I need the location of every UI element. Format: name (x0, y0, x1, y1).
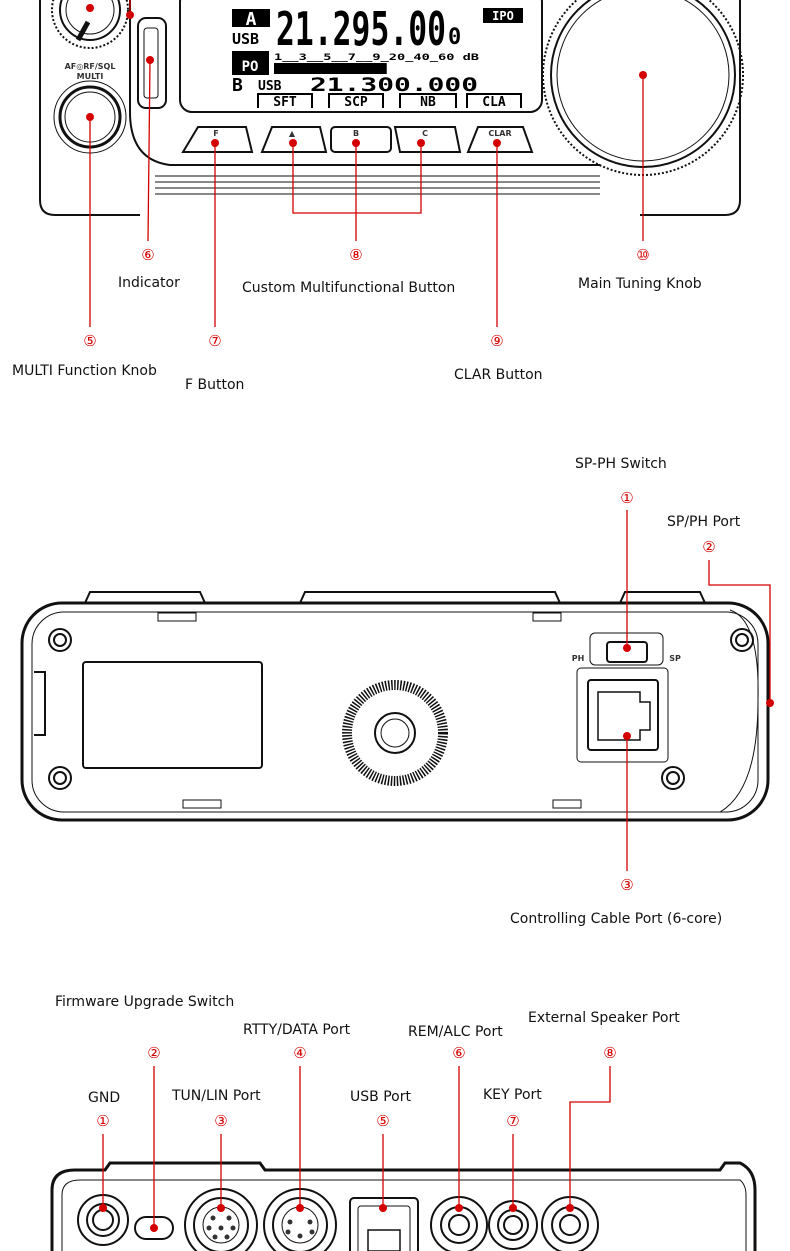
mode-b: USB (258, 79, 282, 94)
rear-callout-1: ① (96, 1112, 109, 1130)
side-callout-2: ② (702, 538, 715, 556)
callout-7: ⑦ (208, 332, 221, 350)
meter-scale: 1__3__5__7__9_20_40_60 dB (274, 53, 480, 63)
knob-label-bottom: MULTI (77, 72, 104, 81)
rear-callout-7: ⑦ (506, 1112, 519, 1130)
label-main-tuning-knob: Main Tuning Knob (578, 276, 702, 292)
label-custom-multifunctional-button: Custom Multifunctional Button (242, 280, 456, 296)
sp-ph-port[interactable] (587, 679, 659, 751)
label-rem-alc-port: REM/ALC Port (408, 1024, 503, 1040)
label-gnd: GND (88, 1090, 121, 1106)
callout-6: ⑥ (141, 246, 154, 264)
b-button[interactable] (330, 126, 392, 153)
front-body-right-edge (640, 0, 741, 216)
side-panel (20, 591, 770, 822)
frequency-b: 21.300.000 (310, 74, 478, 96)
vfo-a-label: A (246, 9, 257, 30)
callout-9: ⑨ (490, 332, 503, 350)
clar-button[interactable] (466, 126, 534, 153)
label-indicator: Indicator (118, 275, 180, 291)
din-pins (206, 1215, 315, 1240)
c-button-label: C (422, 129, 428, 138)
rear-callout-8: ⑧ (603, 1044, 616, 1062)
label-key-port: KEY Port (483, 1087, 542, 1103)
label-rtty-data-port: RTTY/DATA Port (243, 1022, 351, 1038)
side-callout-3: ③ (620, 876, 633, 894)
soft-key-1: SFT (273, 95, 297, 110)
meter-bar (274, 63, 387, 74)
c-button[interactable] (393, 126, 462, 153)
vfo-b-label: B (232, 75, 243, 96)
ipo-badge: IPO (492, 9, 514, 23)
rear-callout-5: ⑤ (376, 1112, 389, 1130)
front-vent-lines (155, 175, 600, 195)
mode-a: USB (232, 30, 259, 48)
lcd-display (179, 0, 543, 113)
label-sp-ph-port: SP/PH Port (667, 514, 741, 530)
side-callout-lines (626, 510, 771, 871)
label-clar-button: CLAR Button (454, 367, 543, 383)
rear-callout-4: ④ (293, 1044, 306, 1062)
callout-10: ⑩ (636, 246, 649, 264)
rear-callout-2: ② (147, 1044, 160, 1062)
front-bezel (129, 0, 600, 166)
label-tun-lin-port: TUN/LIN Port (172, 1088, 261, 1104)
b-button-label: B (353, 129, 359, 138)
meter-label: PO (242, 59, 259, 75)
lcd-content: A USB 21.295.00 0 IPO PO 1__3__5__7__9_2… (232, 2, 523, 110)
label-f-button: F Button (185, 377, 245, 393)
knurled-foot (342, 680, 448, 786)
label-usb-port: USB Port (350, 1089, 411, 1105)
soft-key-3: NB (420, 95, 436, 110)
frequency-a-small-digit: 0 (448, 25, 461, 50)
f-button-label: F (213, 129, 218, 138)
front-callout-lines (89, 0, 644, 327)
label-sp-ph-switch: SP-PH Switch (575, 456, 667, 472)
switch-label-sp: SP (669, 654, 681, 663)
front-body-left-edge (39, 0, 140, 216)
rear-callout-3: ③ (214, 1112, 227, 1130)
soft-key-4: CLA (482, 95, 506, 110)
f-button[interactable] (181, 126, 254, 153)
side-callout-1: ① (620, 489, 633, 507)
knob-label-top: AF◎RF/SQL (65, 62, 116, 71)
front-callout-dots (86, 4, 647, 147)
rear-callout-lines (102, 1066, 611, 1228)
callout-5: ⑤ (83, 332, 96, 350)
label-firmware-upgrade-switch: Firmware Upgrade Switch (55, 994, 235, 1010)
af-rf-sql-knob (51, 0, 129, 49)
front-callout-numbers: ⑤ ⑥ ⑦ ⑧ ⑨ ⑩ (83, 246, 649, 350)
label-controlling-cable-port: Controlling Cable Port (6-core) (510, 911, 723, 927)
rear-panel (50, 1161, 757, 1251)
callout-8: ⑧ (349, 246, 362, 264)
soft-key-2: SCP (344, 95, 368, 110)
label-multi-function-knob: MULTI Function Knob (12, 363, 157, 379)
indicator-housing (137, 17, 167, 109)
key-port[interactable] (488, 1200, 538, 1250)
side-label-plate (82, 661, 263, 769)
rear-callout-6: ⑥ (452, 1044, 465, 1062)
indicator-lens (143, 27, 159, 99)
up-button-label: ▲ (289, 129, 296, 138)
label-external-speaker-port: External Speaker Port (528, 1010, 680, 1026)
switch-label-ph: PH (572, 654, 585, 663)
clar-button-label: CLAR (488, 129, 511, 138)
frequency-a: 21.295.00 (276, 2, 446, 56)
